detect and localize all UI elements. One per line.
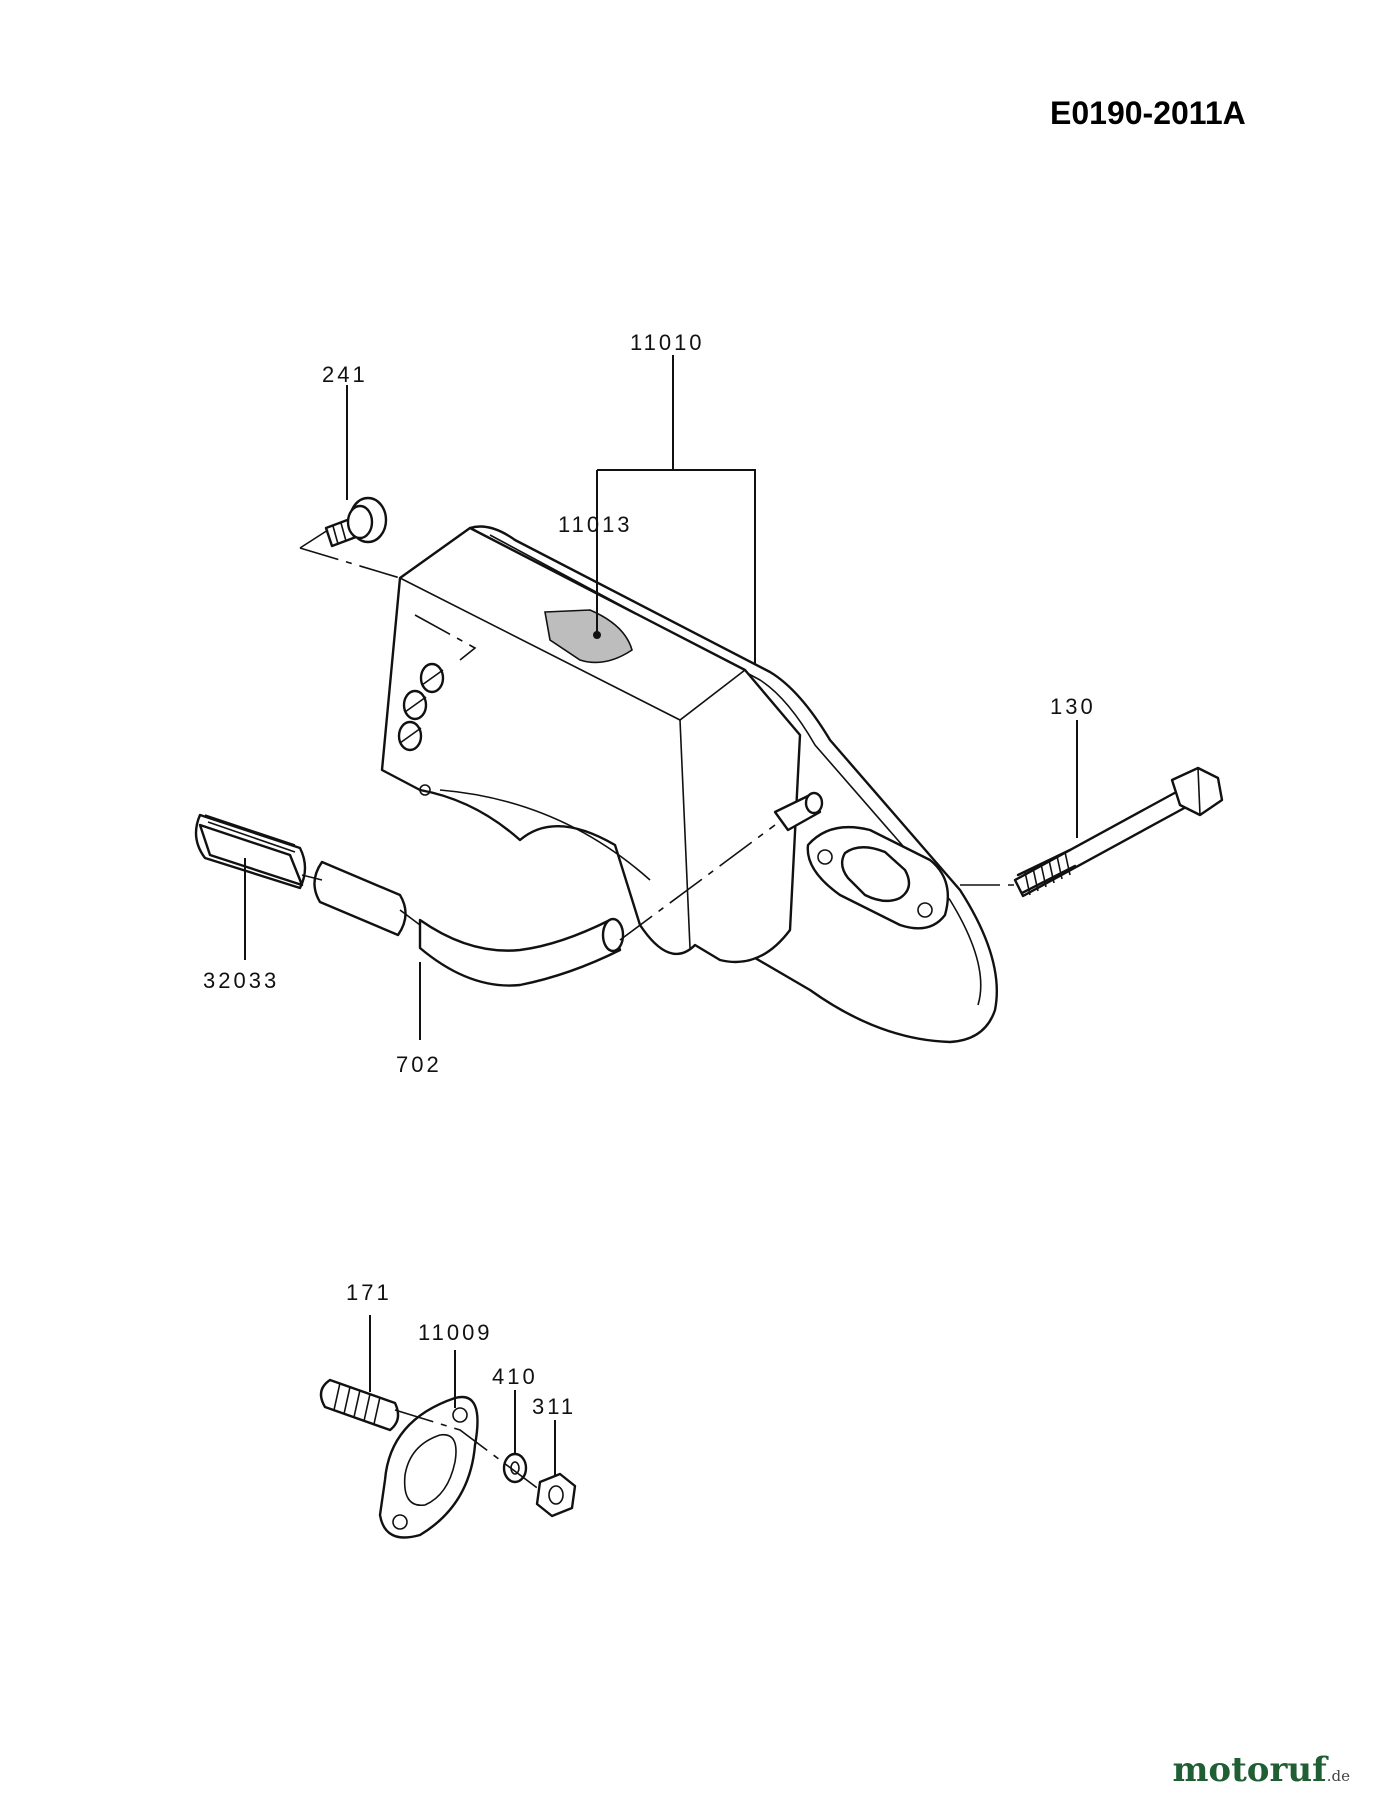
bolt-130 (1013, 766, 1224, 898)
leader-lines (244, 355, 1078, 1476)
part-labels: 11010 241 11013 130 32033 702 171 11009 … (203, 330, 1096, 1419)
label-11013: 11013 (558, 512, 633, 537)
nut-311 (535, 1472, 577, 1518)
label-171: 171 (346, 1280, 392, 1305)
muffler-holes (397, 662, 445, 796)
bolt-241 (324, 496, 388, 548)
leader-dot (593, 631, 601, 639)
watermark-name: motoruf (1172, 1750, 1327, 1790)
label-11009: 11009 (418, 1320, 493, 1345)
stud-171 (319, 1378, 400, 1432)
diagram-code: E0190-2011A (1050, 95, 1246, 131)
pipe-segment (313, 860, 407, 937)
label-410: 410 (492, 1364, 538, 1389)
label-11010: 11010 (630, 330, 705, 355)
watermark-suffix: .de (1326, 1767, 1350, 1785)
gasket-11009 (378, 1395, 479, 1539)
label-702: 702 (396, 1052, 442, 1077)
label-241: 241 (322, 362, 368, 387)
muffler-body (380, 525, 999, 1044)
alignment-lines (299, 529, 1015, 941)
label-32033: 32033 (203, 968, 279, 993)
slit-sleeve-32033 (194, 813, 307, 890)
lower-alignment-line (394, 1409, 541, 1491)
exhaust-pipe-702 (418, 917, 625, 987)
heat-shield-patch (544, 609, 633, 664)
motoruf-watermark: motoruf.de (1172, 1750, 1350, 1790)
label-130: 130 (1050, 694, 1096, 719)
label-311: 311 (532, 1394, 576, 1419)
